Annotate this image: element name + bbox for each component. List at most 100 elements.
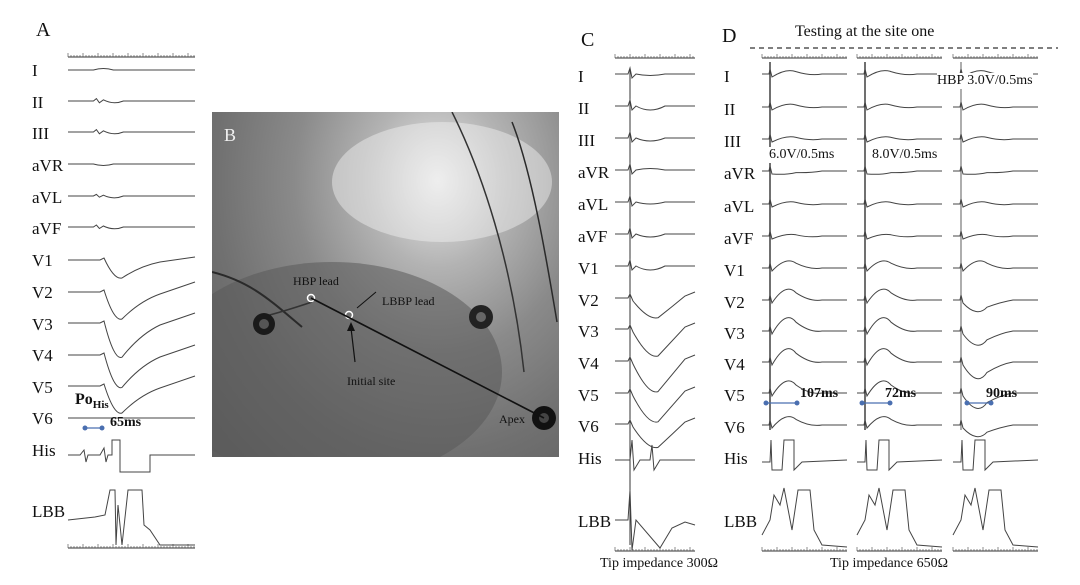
ecg-trace (953, 260, 1038, 273)
lead-label-v6: V6 (578, 417, 599, 436)
ecg-trace (762, 101, 847, 111)
panel-c-caption: Tip impedance 300Ω (600, 556, 718, 571)
lead-label-v5: V5 (32, 378, 53, 397)
ecg-trace (615, 162, 695, 176)
ecg-trace (857, 133, 942, 143)
panel-label-d: D (722, 25, 737, 47)
ecg-trace (615, 354, 696, 393)
ecg-trace (68, 375, 196, 414)
lead-label-v3: V3 (724, 324, 745, 343)
ecg-trace (953, 356, 1038, 380)
ecg-trace (953, 439, 1039, 472)
lead-label-iii: III (32, 124, 49, 143)
panel-d-ruler-bottom-ticks (856, 547, 942, 551)
ecg-trace (68, 128, 195, 135)
ecg-trace (68, 312, 196, 358)
ecg-trace (762, 133, 847, 143)
ecg-trace (857, 230, 942, 240)
panel-label-b: B (224, 125, 237, 145)
panel-d-ruler-bottom-ticks (952, 547, 1038, 551)
ecg-trace (762, 68, 847, 78)
lead-label-v3: V3 (32, 315, 53, 334)
ecg-trace (68, 224, 195, 230)
fluoroscopy-image: B HBP lead LBBP lead Initial site Apex (212, 112, 559, 457)
lead-label-v2: V2 (578, 291, 599, 310)
interval-72ms: 72ms (885, 386, 917, 401)
lead-label-his: His (724, 449, 748, 468)
ecg-trace (68, 281, 196, 320)
panel-d-title: Testing at the site one (795, 23, 935, 40)
lead-label-v1: V1 (578, 259, 599, 278)
panel-d-ruler-bottom-ticks (761, 547, 847, 551)
ecg-trace (615, 130, 695, 144)
lead-label-ii: II (724, 100, 736, 119)
lead-label-v4: V4 (578, 354, 599, 373)
pacing-output-2: 8.0V/0.5ms (872, 147, 938, 163)
ecg-trace (952, 487, 1039, 548)
ecg-trace (68, 68, 195, 71)
lead-label-avl: aVL (724, 197, 755, 216)
po-his-label: PoHis (75, 392, 109, 411)
lead-label-v1: V1 (32, 251, 53, 270)
ecg-trace (857, 198, 942, 208)
ecg-trace (953, 133, 1038, 143)
lead-label-lbb: LBB (578, 512, 612, 531)
lead-label-his: His (578, 449, 602, 468)
lead-label-v2: V2 (724, 293, 745, 312)
panel-d-ruler-top-ticks (761, 54, 847, 58)
apex-label: Apex (499, 412, 525, 426)
po-his-main: Po (75, 391, 93, 408)
ecg-trace (953, 165, 1038, 175)
ecg-trace (857, 288, 942, 305)
panel-d-interval-dot (794, 400, 800, 406)
ecg-trace (857, 165, 942, 175)
ecg-trace (953, 419, 1038, 438)
panel-c-ruler-top-ticks (614, 54, 694, 58)
ecg-trace (953, 101, 1038, 111)
lead-label-iii: III (724, 132, 741, 151)
lead-label-v5: V5 (578, 386, 599, 405)
ecg-trace (67, 489, 195, 546)
ecg-trace (857, 348, 942, 367)
lead-label-v6: V6 (724, 418, 745, 437)
lead-label-avf: aVF (32, 219, 62, 238)
ecg-trace (615, 258, 695, 272)
fluoroscopy-overlay (212, 112, 558, 457)
lead-label-v4: V4 (32, 346, 53, 365)
panel-label-a: A (36, 19, 51, 41)
ecg-trace (68, 256, 196, 279)
lead-label-v4: V4 (724, 355, 745, 374)
ecg-trace (953, 294, 1038, 313)
lead-label-v5: V5 (724, 386, 745, 405)
lead-label-i: I (724, 67, 730, 86)
lead-label-avl: aVL (32, 188, 63, 207)
lead-label-lbb: LBB (724, 512, 758, 531)
panel-d-interval-dot (964, 400, 970, 406)
panel-label-c: C (581, 29, 595, 51)
ecg-trace (762, 416, 847, 430)
interval-107ms: 107ms (800, 386, 839, 401)
ecg-trace (762, 317, 847, 336)
panel-d-interval-dot (859, 400, 865, 406)
ecg-trace (856, 487, 943, 548)
panel-d-interval-dot (763, 400, 769, 406)
ecg-trace (615, 226, 695, 240)
panel-c-ruler-bottom-ticks (614, 547, 694, 551)
panel-d-ruler-top-ticks (952, 54, 1038, 58)
interval-65ms: 65ms (110, 415, 142, 430)
ecg-trace (615, 194, 695, 208)
ecg-trace (857, 380, 942, 398)
lead-label-iii: III (578, 131, 595, 150)
lead-label-ii: II (578, 99, 590, 118)
ecg-trace (857, 416, 942, 430)
ecg-trace (615, 98, 695, 112)
lead-label-avr: aVR (32, 156, 64, 175)
lead-label-avr: aVR (724, 164, 756, 183)
pacing-output-3: HBP 3.0V/0.5ms (937, 73, 1033, 89)
ecg-trace (762, 348, 847, 367)
panel-d-ruler-top-ticks (856, 54, 942, 58)
ecg-trace (857, 260, 942, 273)
ecg-trace (615, 386, 696, 423)
ecg-trace (857, 101, 942, 111)
